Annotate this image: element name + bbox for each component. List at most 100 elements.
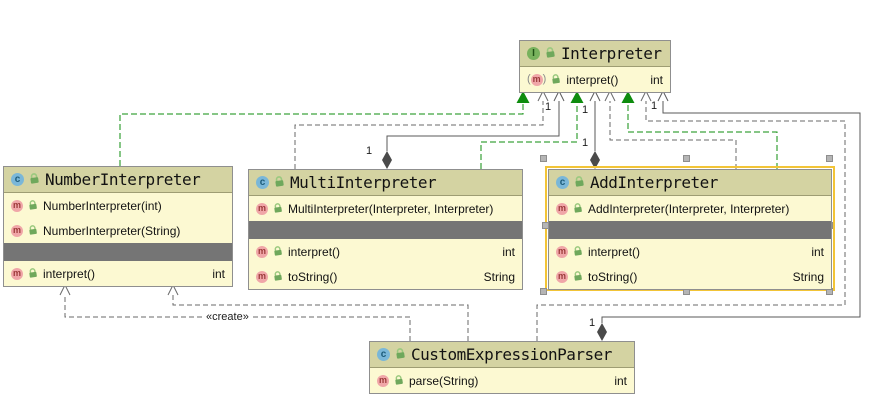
lock-icon <box>394 345 407 364</box>
multiplicity-label: 1 <box>589 317 596 329</box>
method-name: interpret() <box>566 72 619 87</box>
method-name: interpret() <box>288 244 341 259</box>
selection-handle[interactable] <box>826 155 833 162</box>
edge-numberinterpreter-implements-interpreter[interactable] <box>119 91 530 166</box>
method-return-type: int <box>811 244 824 259</box>
aggregation-diamond <box>382 151 392 169</box>
constructor-row[interactable]: m MultiInterpreter(Interpreter, Interpre… <box>249 196 522 221</box>
class-icon: c <box>556 176 569 189</box>
class-title: Interpreter <box>561 44 662 63</box>
edge-multiinterpreter-implements-interpreter[interactable] <box>480 91 584 169</box>
edge-multiinterpreter-aggregates-interpreter[interactable] <box>382 89 565 169</box>
class-icon: c <box>377 348 390 361</box>
multiplicity-label: 1 <box>651 100 658 112</box>
aggregation-diamond <box>590 151 600 169</box>
class-header-numberinterpreter[interactable]: c NumberInterpreter <box>4 167 232 193</box>
constructor-name: NumberInterpreter(String) <box>43 223 181 238</box>
lock-icon <box>572 269 584 284</box>
method-return-type: int <box>502 244 515 259</box>
method-icon: m <box>556 202 568 215</box>
edge-multiinterpreter-depends-interpreter[interactable] <box>294 89 549 169</box>
class-title: MultiInterpreter <box>290 173 437 192</box>
abstract-method-icon: ( m ) <box>527 73 547 86</box>
realization-arrowhead <box>516 91 530 103</box>
lock-icon <box>27 223 39 238</box>
constructor-row[interactable]: m AddInterpreter(Interpreter, Interprete… <box>549 196 831 221</box>
lock-icon <box>272 244 284 259</box>
section-separator <box>249 221 522 239</box>
method-row[interactable]: m parse(String) int <box>370 368 634 393</box>
realization-arrowhead <box>570 91 584 103</box>
method-row[interactable]: m toString() String <box>249 264 522 289</box>
method-row[interactable]: m interpret() int <box>4 261 232 286</box>
class-icon: c <box>256 176 269 189</box>
lock-icon <box>272 201 284 216</box>
class-header-interpreter[interactable]: I Interpreter <box>520 41 670 67</box>
class-box-multiinterpreter[interactable]: c MultiInterpreter m MultiInterpreter(In… <box>248 169 523 290</box>
class-box-customexpressionparser[interactable]: c CustomExpressionParser m parse(String)… <box>369 341 635 394</box>
class-icon: c <box>11 173 24 186</box>
constructor-name: MultiInterpreter(Interpreter, Interprete… <box>288 201 494 216</box>
lock-icon <box>27 198 39 213</box>
lock-icon <box>544 44 557 63</box>
class-title: CustomExpressionParser <box>411 345 612 364</box>
selection-handle[interactable] <box>540 155 547 162</box>
method-icon: m <box>11 199 23 212</box>
class-header-customexpressionparser[interactable]: c CustomExpressionParser <box>370 342 634 368</box>
multiplicity-label: 1 <box>582 104 589 116</box>
class-box-addinterpreter[interactable]: c AddInterpreter m AddInterpreter(Interp… <box>548 169 832 290</box>
edge-addinterpreter-implements-interpreter[interactable] <box>621 91 778 169</box>
method-name: toString() <box>288 269 338 284</box>
class-box-interpreter[interactable]: I Interpreter ( m ) interpret() int <box>519 40 671 93</box>
method-return-type: int <box>614 373 627 388</box>
lock-icon <box>27 266 39 281</box>
lock-icon <box>572 201 584 216</box>
section-separator <box>549 221 831 239</box>
section-separator <box>4 243 232 261</box>
class-title: NumberInterpreter <box>45 170 201 189</box>
edge-addinterpreter-aggregates-interpreter[interactable] <box>589 89 601 169</box>
method-return-type: String <box>792 269 824 284</box>
method-icon: m <box>256 270 268 283</box>
lock-icon <box>393 373 405 388</box>
method-row[interactable]: m toString() String <box>549 264 831 289</box>
method-icon: m <box>11 267 23 280</box>
class-title: AddInterpreter <box>590 173 718 192</box>
method-icon: m <box>556 270 568 283</box>
lock-icon <box>273 173 286 192</box>
constructor-row[interactable]: m NumberInterpreter(int) <box>4 193 232 218</box>
method-row[interactable]: m interpret() int <box>249 239 522 264</box>
class-box-numberinterpreter[interactable]: c NumberInterpreter m NumberInterpreter(… <box>3 166 233 287</box>
method-name: interpret() <box>588 244 641 259</box>
constructor-row[interactable]: m NumberInterpreter(String) <box>4 218 232 243</box>
method-row[interactable]: m interpret() int <box>549 239 831 264</box>
constructor-name: AddInterpreter(Interpreter, Interpreter) <box>588 201 790 216</box>
method-icon: m <box>377 374 389 387</box>
constructor-name: NumberInterpreter(int) <box>43 198 162 213</box>
multiplicity-label: 1 <box>545 101 552 113</box>
lock-icon <box>28 170 41 189</box>
selection-handle[interactable] <box>540 288 547 295</box>
lock-icon <box>272 269 284 284</box>
method-icon: m <box>256 245 268 258</box>
interface-icon: I <box>527 47 540 60</box>
multiplicity-label: 1 <box>582 137 589 149</box>
class-header-addinterpreter[interactable]: c AddInterpreter <box>549 170 831 196</box>
method-icon: m <box>11 224 23 237</box>
method-icon: m <box>256 202 268 215</box>
multiplicity-label: 1 <box>366 145 373 157</box>
aggregation-diamond <box>597 323 607 341</box>
realization-arrowhead <box>621 91 635 103</box>
method-return-type: int <box>650 72 663 87</box>
edge-label-create: «create» <box>203 311 252 325</box>
lock-icon <box>573 173 586 192</box>
method-return-type: int <box>212 266 225 281</box>
class-header-multiinterpreter[interactable]: c MultiInterpreter <box>249 170 522 196</box>
method-name: toString() <box>588 269 638 284</box>
method-name: interpret() <box>43 266 96 281</box>
selection-handle[interactable] <box>683 155 690 162</box>
method-return-type: String <box>483 269 515 284</box>
method-row[interactable]: ( m ) interpret() int <box>520 67 670 92</box>
